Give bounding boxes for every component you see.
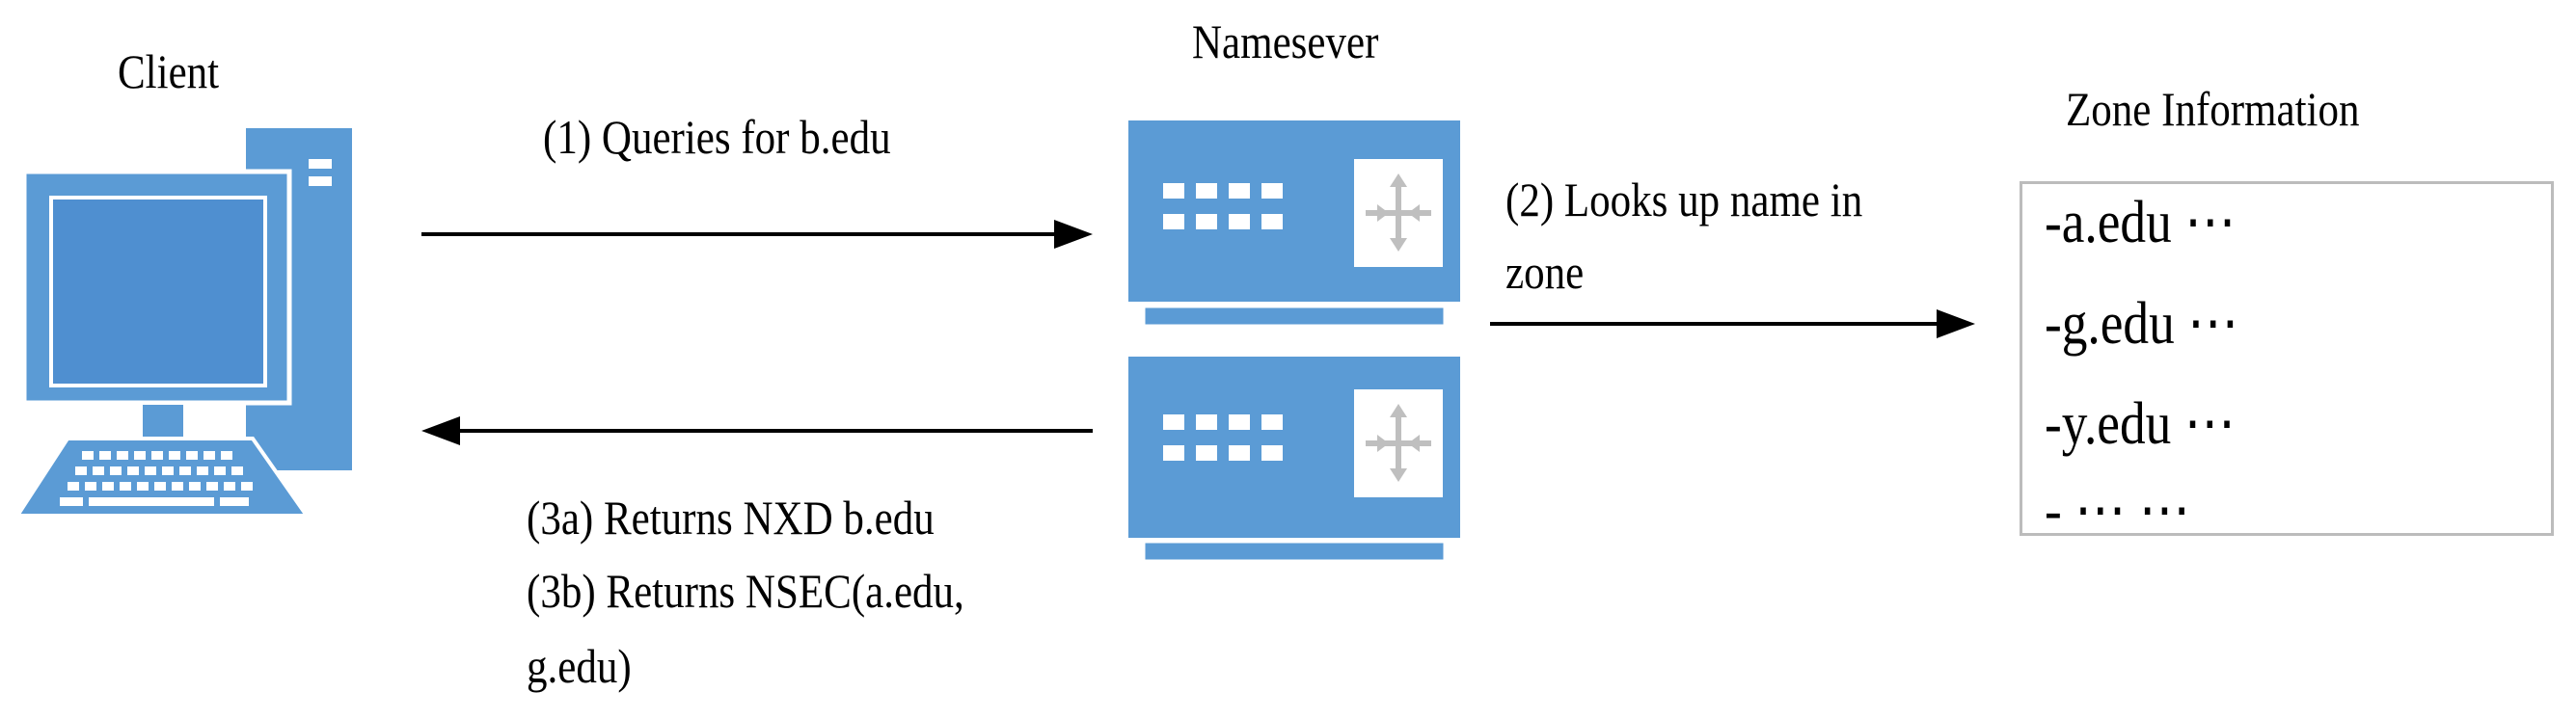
nameserver-label: Namesever — [1192, 14, 1379, 68]
zone-entry: -a.edu ⋯ — [2045, 190, 2237, 255]
lookup-arrow — [1490, 309, 1975, 338]
zone-title: Zone Information — [2066, 82, 2360, 136]
client-label: Client — [118, 44, 220, 98]
zone-entry: - ⋯ ⋯ — [2045, 478, 2191, 544]
response-nxd-label: (3a) Returns NXD b.edu — [527, 491, 935, 545]
desktop-computer-icon — [14, 128, 352, 518]
server-switch-icon — [1125, 117, 1464, 563]
query-label: (1) Queries for b.edu — [543, 110, 891, 164]
query-arrow — [421, 220, 1093, 249]
zone-entry: -g.edu ⋯ — [2045, 291, 2239, 357]
zone-info-box — [2020, 181, 2554, 536]
response-arrow — [421, 416, 1093, 445]
lookup-label-line1: (2) Looks up name in — [1505, 173, 1863, 226]
zone-entry: -y.edu ⋯ — [2045, 391, 2236, 457]
response-nsec-label-line2: g.edu) — [527, 639, 632, 693]
lookup-label-line2: zone — [1505, 245, 1585, 299]
response-nsec-label-line1: (3b) Returns NSEC(a.edu, — [527, 564, 964, 618]
